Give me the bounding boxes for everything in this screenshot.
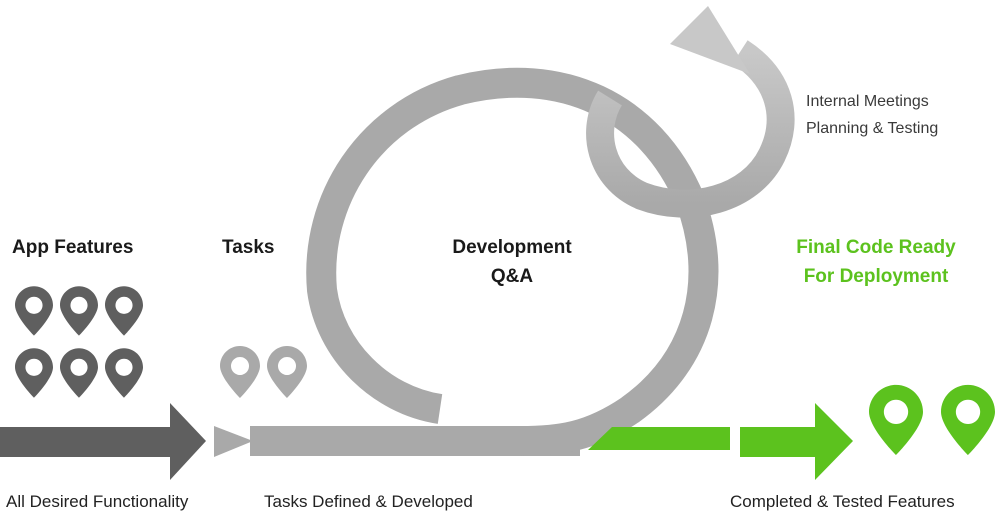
final-caption: Completed & Tested Features — [730, 492, 955, 511]
tasks-title: Tasks — [222, 237, 275, 258]
development-loop — [306, 67, 719, 456]
loop-arrow-icon — [586, 40, 795, 218]
green-ramp — [588, 427, 730, 450]
map-pin-icon — [105, 348, 143, 398]
loop-note-line1: Internal Meetings — [806, 93, 929, 110]
app-features-caption: All Desired Functionality — [6, 492, 189, 511]
map-pin-icon — [869, 384, 923, 456]
loop-note-line2: Planning & Testing — [806, 120, 939, 137]
loop-arrowhead — [670, 6, 750, 74]
development-title-line1: Development — [452, 237, 572, 258]
map-pin-icon — [941, 384, 995, 456]
loop-note: Internal Meetings Planning & Testing — [806, 88, 938, 142]
final-code-title: Final Code Ready For Deployment — [780, 233, 972, 291]
development-title: Development Q&A — [442, 233, 582, 291]
map-pin-icon — [220, 346, 260, 398]
app-features-arrow — [0, 403, 206, 480]
app-features-title: App Features — [12, 237, 134, 258]
final-arrow — [740, 403, 853, 480]
tasks-pins — [220, 346, 307, 398]
map-pin-icon — [60, 286, 98, 336]
final-code-title-line2: For Deployment — [803, 266, 949, 287]
app-features-pins — [15, 286, 143, 398]
map-pin-icon — [15, 348, 53, 398]
final-code-title-line1: Final Code Ready — [796, 237, 956, 258]
development-title-line2: Q&A — [490, 266, 534, 287]
map-pin-icon — [60, 348, 98, 398]
map-pin-icon — [267, 346, 307, 398]
tasks-caption: Tasks Defined & Developed — [264, 492, 473, 511]
final-pins — [869, 384, 995, 456]
map-pin-icon — [105, 286, 143, 336]
map-pin-icon — [15, 286, 53, 336]
